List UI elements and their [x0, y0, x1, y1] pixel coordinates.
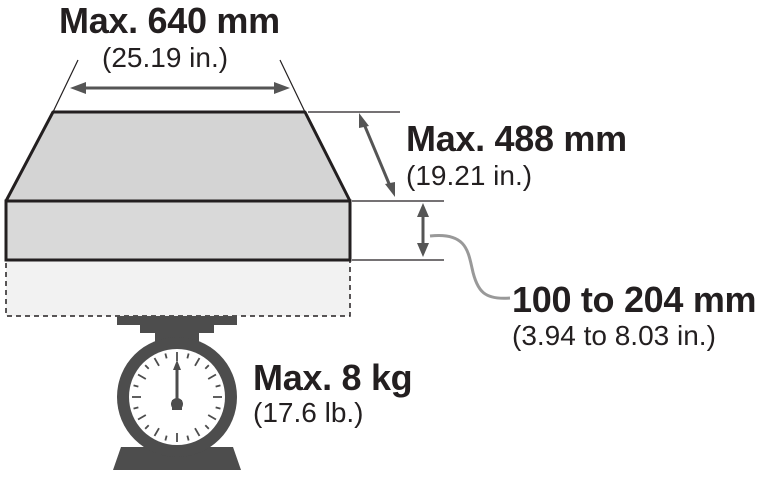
depth-label-secondary: (19.21 in.) — [406, 160, 533, 191]
height-leader-line — [429, 233, 511, 300]
scale-dial-tick — [215, 406, 221, 410]
scale-dial-tick — [137, 373, 147, 380]
scale-dial-tick — [194, 427, 201, 437]
scale-dial-tick — [137, 414, 147, 421]
weight-label-primary: Max. 8 kg — [253, 357, 413, 398]
weight-label-secondary: (17.6 lb.) — [253, 397, 364, 428]
scale-dial-tick — [204, 364, 210, 370]
depth-arrow — [359, 113, 395, 197]
width-label-secondary: (25.19 in.) — [102, 42, 229, 73]
scale-dial-tick — [144, 364, 150, 370]
scale-dial-tick — [153, 427, 160, 437]
min-height-dashed-area — [5, 259, 351, 317]
scale-dial-tick — [144, 424, 150, 430]
scale-dial-tick — [164, 435, 168, 441]
height-label-primary: 100 to 204 mm — [512, 279, 757, 320]
height-arrow — [417, 203, 429, 257]
scale-dial-tick — [207, 373, 217, 380]
scale-dial-tick — [186, 353, 190, 359]
box-front-face — [4, 199, 352, 262]
scale-dial-tick — [164, 353, 168, 359]
scale-dial-tick — [186, 435, 190, 441]
weighing-scale-icon — [113, 316, 241, 470]
width-extension-right — [279, 59, 306, 113]
width-label-primary: Max. 640 mm — [59, 0, 280, 41]
scale-dial-tick — [153, 357, 160, 367]
width-arrow — [70, 82, 290, 94]
scale-dial-tick — [133, 406, 139, 410]
scale-dial-tick — [215, 384, 221, 388]
scale-dial-tick — [133, 384, 139, 388]
scale-dial-tick — [207, 414, 217, 421]
scale-dial-tick — [194, 357, 201, 367]
height-label-secondary: (3.94 to 8.03 in.) — [512, 320, 716, 351]
depth-label-primary: Max. 488 mm — [406, 118, 627, 159]
box-top-face — [4, 110, 352, 203]
scale-dial-tick — [204, 424, 210, 430]
width-extension-left — [52, 59, 79, 113]
